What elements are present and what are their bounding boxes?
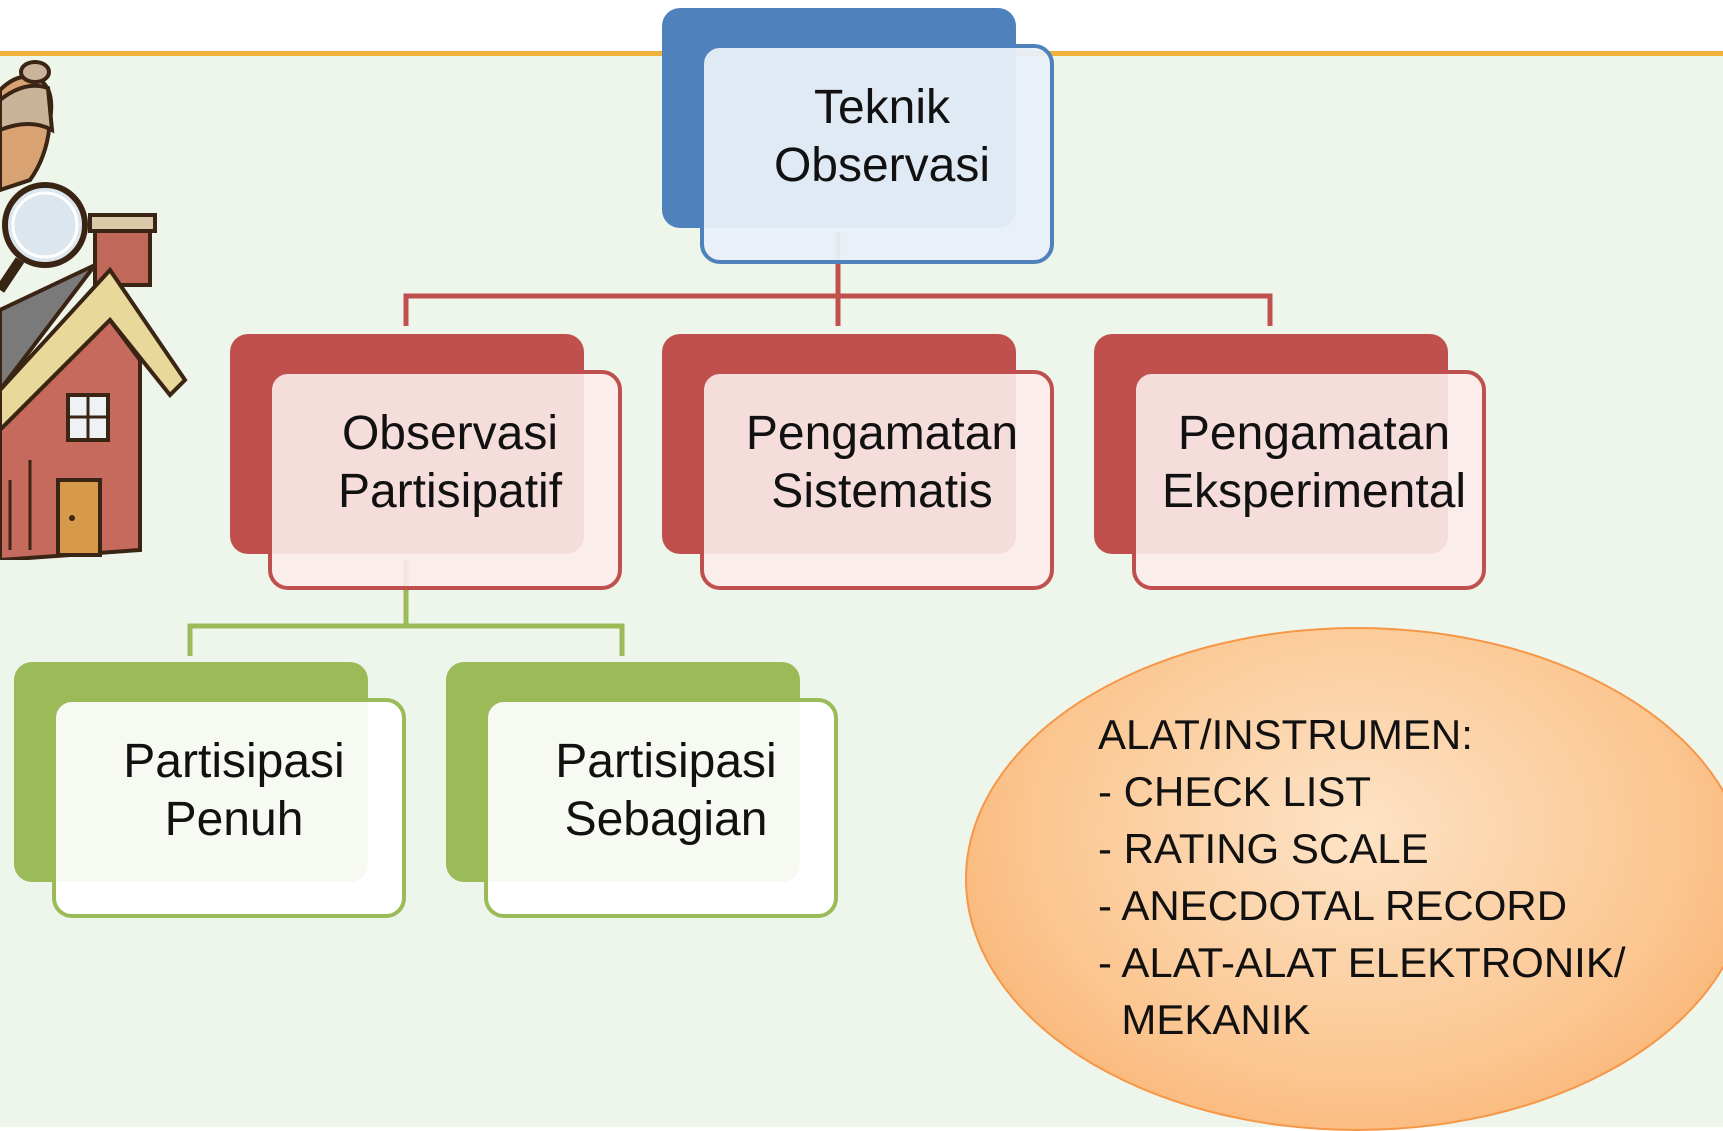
instrument-item: - ALAT-ALAT ELEKTRONIK/ [1098, 939, 1626, 986]
instrument-list: ALAT/INSTRUMEN: - CHECK LIST - RATING SC… [1098, 706, 1658, 1048]
node-card [484, 698, 838, 918]
instrument-item: MEKANIK [1098, 996, 1311, 1043]
instrument-item: - CHECK LIST [1098, 768, 1372, 815]
node-card [700, 370, 1054, 590]
node-label: Pengamatan Eksperimental [1161, 407, 1467, 518]
instrument-item: - RATING SCALE [1098, 825, 1429, 872]
node-card [52, 698, 406, 918]
node-card [1132, 370, 1486, 590]
node-label: Observasi Partisipatif [337, 407, 563, 518]
instrument-title: ALAT/INSTRUMEN: [1098, 711, 1473, 758]
instrument-ellipse [965, 627, 1723, 1131]
instrument-item: - ANECDOTAL RECORD [1098, 882, 1568, 929]
node-card [700, 44, 1054, 264]
node-card [268, 370, 622, 590]
node-label: Teknik Observasi [773, 81, 991, 192]
detective-house-clipart-icon [0, 60, 188, 560]
node-label: Partisipasi Sebagian [555, 735, 777, 846]
level3-connector-bus [187, 623, 625, 656]
node-label: Pengamatan Sistematis [745, 407, 1019, 518]
node-label: Partisipasi Penuh [123, 735, 345, 846]
